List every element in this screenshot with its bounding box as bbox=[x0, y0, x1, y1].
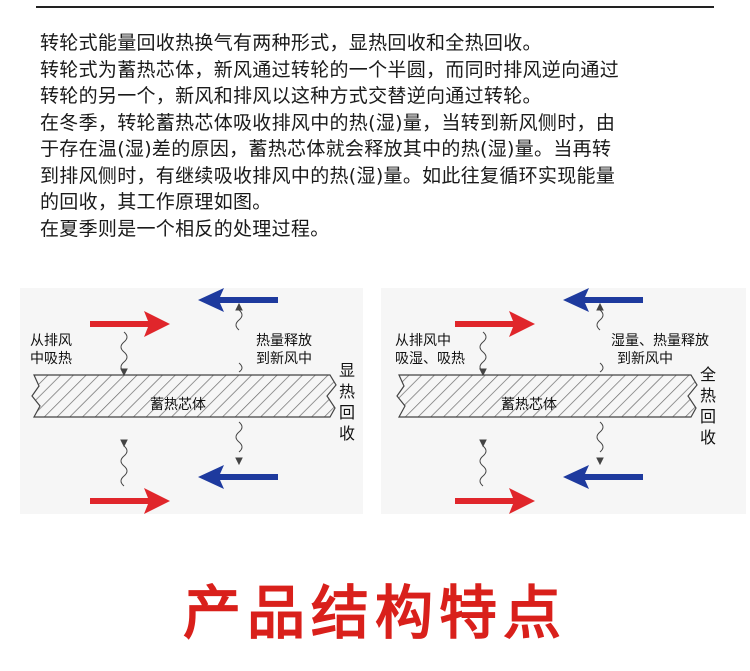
side-label-char: 收 bbox=[338, 424, 355, 443]
right-label-line2: 到新风中 bbox=[617, 351, 673, 367]
sensible-heat-diagram: 从排风 中吸热 热量释放 到新风中 蓄热芯体 显 热 回 收 bbox=[20, 288, 363, 514]
right-label-line1: 热量释放 bbox=[256, 333, 312, 349]
right-label-line1: 湿量、热量释放 bbox=[611, 333, 709, 349]
sensible-diagram-graphic bbox=[31, 288, 337, 514]
wavy-line-right-bottom bbox=[235, 421, 243, 466]
wavy-line-left-top bbox=[479, 331, 487, 377]
blue-arrow-top bbox=[563, 288, 643, 312]
wavy-line-left-bottom bbox=[120, 439, 128, 487]
intro-paragraph: 转轮的另一个，新风和排风以这种方式交替逆向通过转轮。 bbox=[40, 85, 542, 107]
blue-arrow-bottom bbox=[563, 465, 643, 489]
core-label: 蓄热芯体 bbox=[501, 397, 557, 413]
core-label: 蓄热芯体 bbox=[150, 397, 206, 413]
red-arrow-bottom bbox=[90, 488, 170, 514]
red-arrow-top bbox=[455, 311, 535, 337]
intro-paragraph: 的回收，其工作原理如图。 bbox=[40, 191, 272, 213]
side-label-char: 全 bbox=[699, 365, 716, 384]
left-label-line2: 中吸热 bbox=[30, 351, 72, 367]
side-label-char: 回 bbox=[699, 407, 716, 426]
intro-paragraph: 在冬季，转轮蓄热芯体吸收排风中的热(湿)量，当转到新风侧时，由 bbox=[40, 111, 616, 134]
blue-arrow-bottom bbox=[198, 465, 278, 489]
side-label-char: 热 bbox=[338, 382, 355, 401]
wavy-line-right-bottom bbox=[596, 421, 604, 466]
top-divider bbox=[36, 6, 714, 8]
total-diagram-graphic bbox=[396, 288, 698, 514]
core-hatched-slab bbox=[396, 374, 698, 418]
intro-paragraph: 在夏季则是一个相反的处理过程。 bbox=[40, 217, 330, 240]
left-label-line1: 从排风 bbox=[30, 333, 72, 349]
side-label-char: 热 bbox=[699, 386, 716, 405]
core-hatched-slab bbox=[31, 374, 337, 418]
right-label-line2: 到新风中 bbox=[256, 351, 312, 367]
intro-text: 转轮式能量回收热换气有两种形式，显热回收和全热回收。 转轮式为蓄热芯体，新风通过… bbox=[40, 30, 730, 242]
intro-paragraph: 于存在温(湿)差的原因，蓄热芯体就会释放其中的热(湿)量。当再转 bbox=[40, 138, 612, 160]
intro-paragraph: 到排风侧时，有继续吸收排风中的热(湿)量。如此往复循环实现能量 bbox=[40, 164, 616, 187]
wavy-line-right-top bbox=[235, 302, 243, 373]
section-heading: 产品结构特点 bbox=[182, 579, 567, 647]
wavy-line-left-top bbox=[120, 331, 128, 377]
red-arrow-top bbox=[90, 311, 170, 337]
intro-paragraph: 转轮式能量回收热换气有两种形式，显热回收和全热回收。 bbox=[40, 32, 542, 54]
intro-paragraph: 转轮式为蓄热芯体，新风通过转轮的一个半圆，而同时排风逆向通过 bbox=[40, 58, 620, 81]
wavy-line-left-bottom bbox=[479, 439, 487, 487]
total-heat-diagram: 从排风中 吸湿、吸热 湿量、热量释放 到新风中 蓄热芯体 全 热 回 收 bbox=[381, 288, 746, 514]
left-label-line1: 从排风中 bbox=[395, 333, 451, 349]
side-label-char: 回 bbox=[338, 403, 355, 422]
left-label-line2: 吸湿、吸热 bbox=[395, 351, 465, 367]
side-label-char: 收 bbox=[699, 428, 716, 447]
red-arrow-bottom bbox=[455, 488, 535, 514]
blue-arrow-top bbox=[198, 288, 278, 312]
wavy-line-right-top bbox=[596, 302, 604, 373]
side-label-char: 显 bbox=[338, 361, 355, 380]
